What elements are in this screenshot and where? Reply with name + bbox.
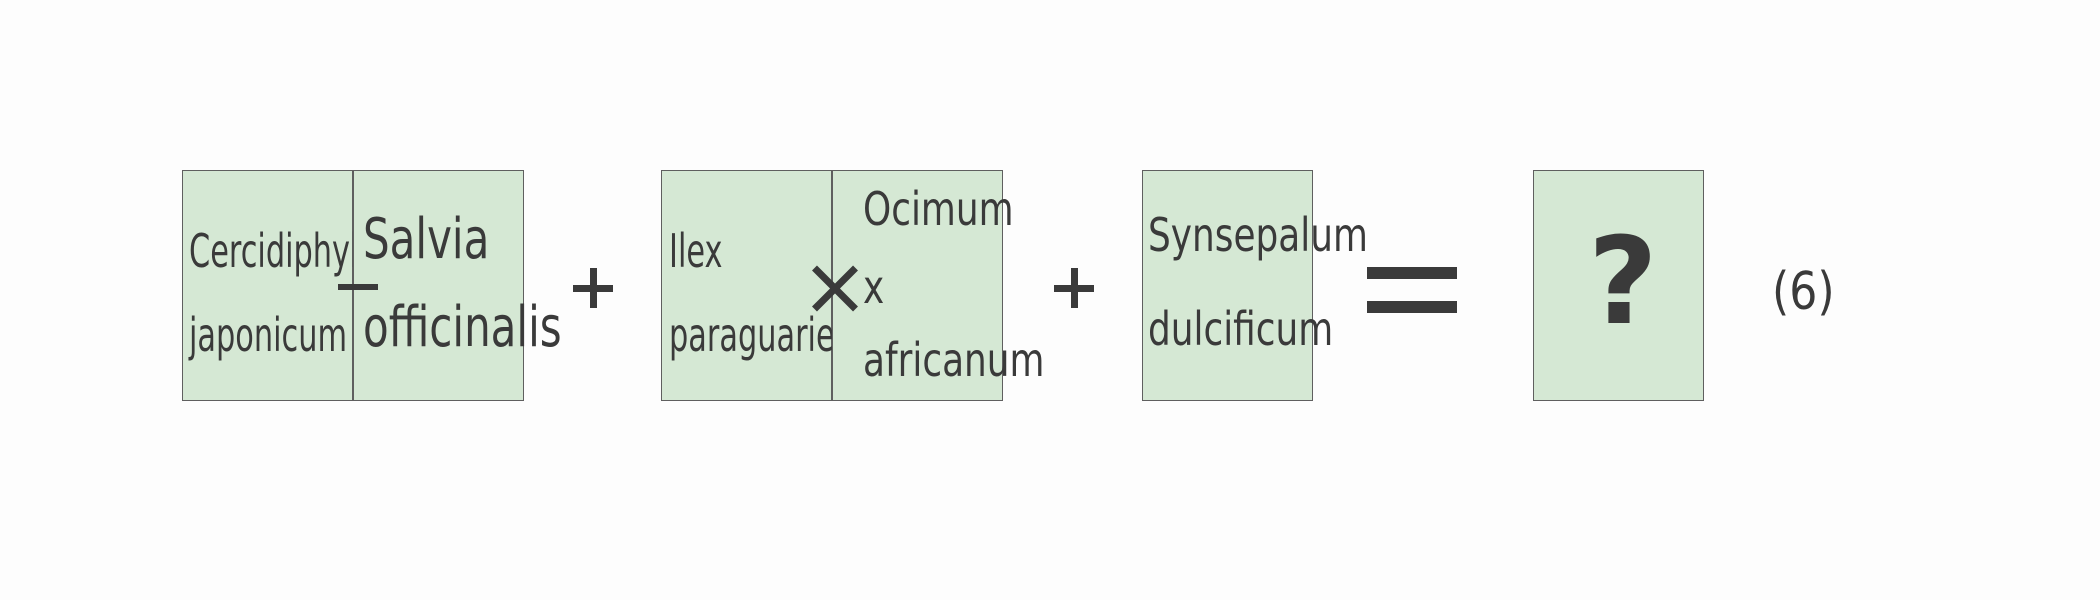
term2-left-line1: Ilex bbox=[669, 224, 723, 278]
result-box: ? bbox=[1533, 170, 1704, 401]
term1-right-box: Salvia officinalis bbox=[353, 170, 562, 401]
term3-box: Synsepalum dulcificum bbox=[1142, 170, 1368, 401]
term3-line1: Synsepalum bbox=[1148, 208, 1368, 262]
plus-operator-1 bbox=[573, 268, 613, 308]
term2-left-box: Ilex paraguariensis bbox=[661, 170, 894, 401]
plus-operator-2 bbox=[1054, 268, 1094, 308]
equation-number: (6) bbox=[1772, 262, 1835, 322]
equals-operator bbox=[1367, 267, 1457, 313]
minus-operator bbox=[338, 284, 378, 290]
term1-right-line1: Salvia bbox=[363, 207, 490, 272]
term2-right-box: Ocimum x africanum bbox=[832, 170, 1044, 401]
question-mark: ? bbox=[1588, 213, 1658, 352]
term2-right-line1: Ocimum bbox=[863, 182, 1014, 236]
term1-right-line2: officinalis bbox=[363, 295, 562, 360]
times-operator bbox=[812, 266, 858, 312]
term2-right-line3: africanum bbox=[863, 333, 1045, 387]
term3-line2: dulcificum bbox=[1148, 302, 1334, 356]
term1-left-box: Cercidiphyllum japonicum bbox=[182, 170, 416, 401]
term1-left-line2: japonicum bbox=[189, 308, 348, 362]
term2-right-line2: x bbox=[863, 260, 885, 314]
